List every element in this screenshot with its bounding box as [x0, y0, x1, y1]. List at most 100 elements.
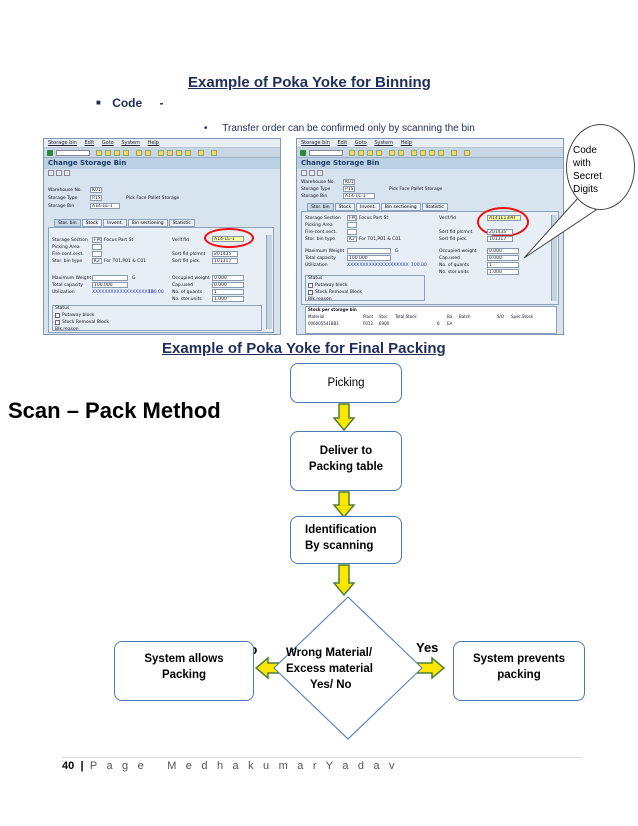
field-fire-cont-sect[interactable]: [347, 229, 357, 235]
tab-statistic[interactable]: Statistic: [421, 203, 448, 211]
new-session-icon[interactable]: [198, 150, 204, 156]
last-page-icon[interactable]: [438, 150, 444, 156]
field-storage-bin[interactable]: A14-1E-1: [90, 203, 120, 209]
field-warehouse-no[interactable]: K01: [343, 179, 355, 185]
col-total-stock[interactable]: Total Stock: [395, 314, 417, 319]
field-no-of-quants[interactable]: 1: [487, 262, 519, 268]
tab-statistic[interactable]: Statistic: [168, 219, 195, 227]
col-so[interactable]: S/O: [497, 314, 505, 319]
first-page-icon[interactable]: [411, 150, 417, 156]
field-sort-fld-plcmnt[interactable]: 201435: [487, 229, 513, 235]
other-bin-icon[interactable]: [56, 170, 62, 176]
find-icon[interactable]: [398, 150, 404, 156]
field-sort-fld-pick[interactable]: 101317: [212, 258, 238, 264]
prev-page-icon[interactable]: [420, 150, 426, 156]
enter-icon[interactable]: [47, 150, 53, 156]
field-no-stor-units[interactable]: 1.000: [487, 269, 519, 275]
menu-help[interactable]: Help: [400, 140, 412, 146]
command-field[interactable]: [56, 150, 90, 156]
field-storage-bin[interactable]: A14-1E-1: [343, 193, 375, 199]
overview-icon[interactable]: [64, 170, 70, 176]
menu-system[interactable]: System: [374, 140, 393, 146]
display-change-icon[interactable]: [301, 170, 307, 176]
stock-removal-block-checkbox[interactable]: [308, 290, 313, 295]
sap-scrollbar[interactable]: [266, 235, 272, 329]
first-page-icon[interactable]: [158, 150, 164, 156]
next-page-icon[interactable]: [176, 150, 182, 156]
last-page-icon[interactable]: [185, 150, 191, 156]
find-icon[interactable]: [145, 150, 151, 156]
field-occupied-weight[interactable]: 0.000: [487, 248, 519, 254]
exit-icon[interactable]: [367, 150, 373, 156]
cancel-icon[interactable]: [376, 150, 382, 156]
col-stor[interactable]: Stor.: [379, 314, 389, 319]
field-storage-section[interactable]: FPC: [92, 237, 102, 243]
display-change-icon[interactable]: [48, 170, 54, 176]
field-cap-used[interactable]: 0.000: [212, 282, 244, 288]
tab-stor-bin[interactable]: Stor. bin: [307, 203, 334, 211]
field-no-stor-units[interactable]: 1.000: [212, 296, 244, 302]
menu-goto[interactable]: Goto: [354, 140, 367, 146]
field-sort-fld-pick[interactable]: 101317: [487, 236, 513, 242]
cancel-icon[interactable]: [123, 150, 129, 156]
putaway-block-checkbox[interactable]: [55, 313, 60, 318]
tab-bin-sectioning[interactable]: Bin sectioning: [380, 203, 421, 211]
exit-icon[interactable]: [114, 150, 120, 156]
tab-invent[interactable]: Invent.: [103, 219, 127, 227]
stock-removal-block-checkbox[interactable]: [55, 320, 60, 325]
enter-icon[interactable]: [300, 150, 306, 156]
new-session-icon[interactable]: [451, 150, 457, 156]
col-plant[interactable]: Plant: [363, 314, 374, 319]
menu-edit[interactable]: Edit: [84, 140, 95, 146]
sap-scrollbar[interactable]: [551, 215, 557, 301]
cell-total-stock[interactable]: 6: [437, 321, 440, 326]
tab-stock[interactable]: Stock: [81, 219, 103, 227]
overview-icon[interactable]: [317, 170, 323, 176]
save-icon[interactable]: [349, 150, 355, 156]
tab-invent[interactable]: Invent.: [356, 203, 380, 211]
cell-material[interactable]: 0060055418B1: [308, 321, 339, 326]
field-fire-cont-sect[interactable]: [92, 251, 102, 257]
field-maximum-weight[interactable]: [347, 248, 391, 254]
menu-edit[interactable]: Edit: [337, 140, 348, 146]
menu-goto[interactable]: Goto: [101, 140, 114, 146]
tab-stock[interactable]: Stock: [334, 203, 356, 211]
field-stor-bin-type[interactable]: K2: [92, 258, 102, 264]
field-warehouse-no[interactable]: K01: [90, 187, 102, 193]
field-total-capacity[interactable]: 100.000: [92, 282, 128, 288]
help-icon[interactable]: [211, 150, 217, 156]
field-storage-type[interactable]: P1S: [90, 195, 102, 201]
tab-bin-sectioning[interactable]: Bin sectioning: [127, 219, 168, 227]
col-spec-stock[interactable]: Spec.Stock: [511, 314, 534, 319]
field-storage-section[interactable]: FPC: [347, 215, 357, 221]
field-storage-type[interactable]: P1S: [343, 186, 355, 192]
cell-stor[interactable]: E900: [379, 321, 390, 326]
save-icon[interactable]: [96, 150, 102, 156]
field-sort-fld-plcmnt[interactable]: 201435: [212, 251, 238, 257]
help-icon[interactable]: [464, 150, 470, 156]
field-cap-used[interactable]: 0.000: [487, 255, 519, 261]
print-icon[interactable]: [136, 150, 142, 156]
back-icon[interactable]: [105, 150, 111, 156]
col-ba[interactable]: Ba: [447, 314, 453, 319]
print-icon[interactable]: [389, 150, 395, 156]
field-picking-area[interactable]: [92, 244, 102, 250]
command-field[interactable]: [309, 150, 343, 156]
field-stor-bin-type[interactable]: K2: [347, 236, 357, 242]
prev-page-icon[interactable]: [167, 150, 173, 156]
field-picking-area[interactable]: [347, 222, 357, 228]
col-batch[interactable]: Batch: [459, 314, 471, 319]
putaway-block-checkbox[interactable]: [308, 283, 313, 288]
field-no-of-quants[interactable]: 1: [212, 289, 244, 295]
tab-stor-bin[interactable]: Stor. bin: [54, 219, 81, 227]
menu-system[interactable]: System: [121, 140, 140, 146]
other-bin-icon[interactable]: [309, 170, 315, 176]
cell-plant[interactable]: F013: [363, 321, 373, 326]
col-material[interactable]: Material: [308, 314, 325, 319]
menu-help[interactable]: Help: [147, 140, 159, 146]
field-total-capacity[interactable]: 100.000: [347, 255, 391, 261]
menu-storage-bin[interactable]: Storage bin: [301, 140, 330, 146]
next-page-icon[interactable]: [429, 150, 435, 156]
menu-storage-bin[interactable]: Storage bin: [48, 140, 77, 146]
field-occupied-weight[interactable]: 0.000: [212, 275, 244, 281]
